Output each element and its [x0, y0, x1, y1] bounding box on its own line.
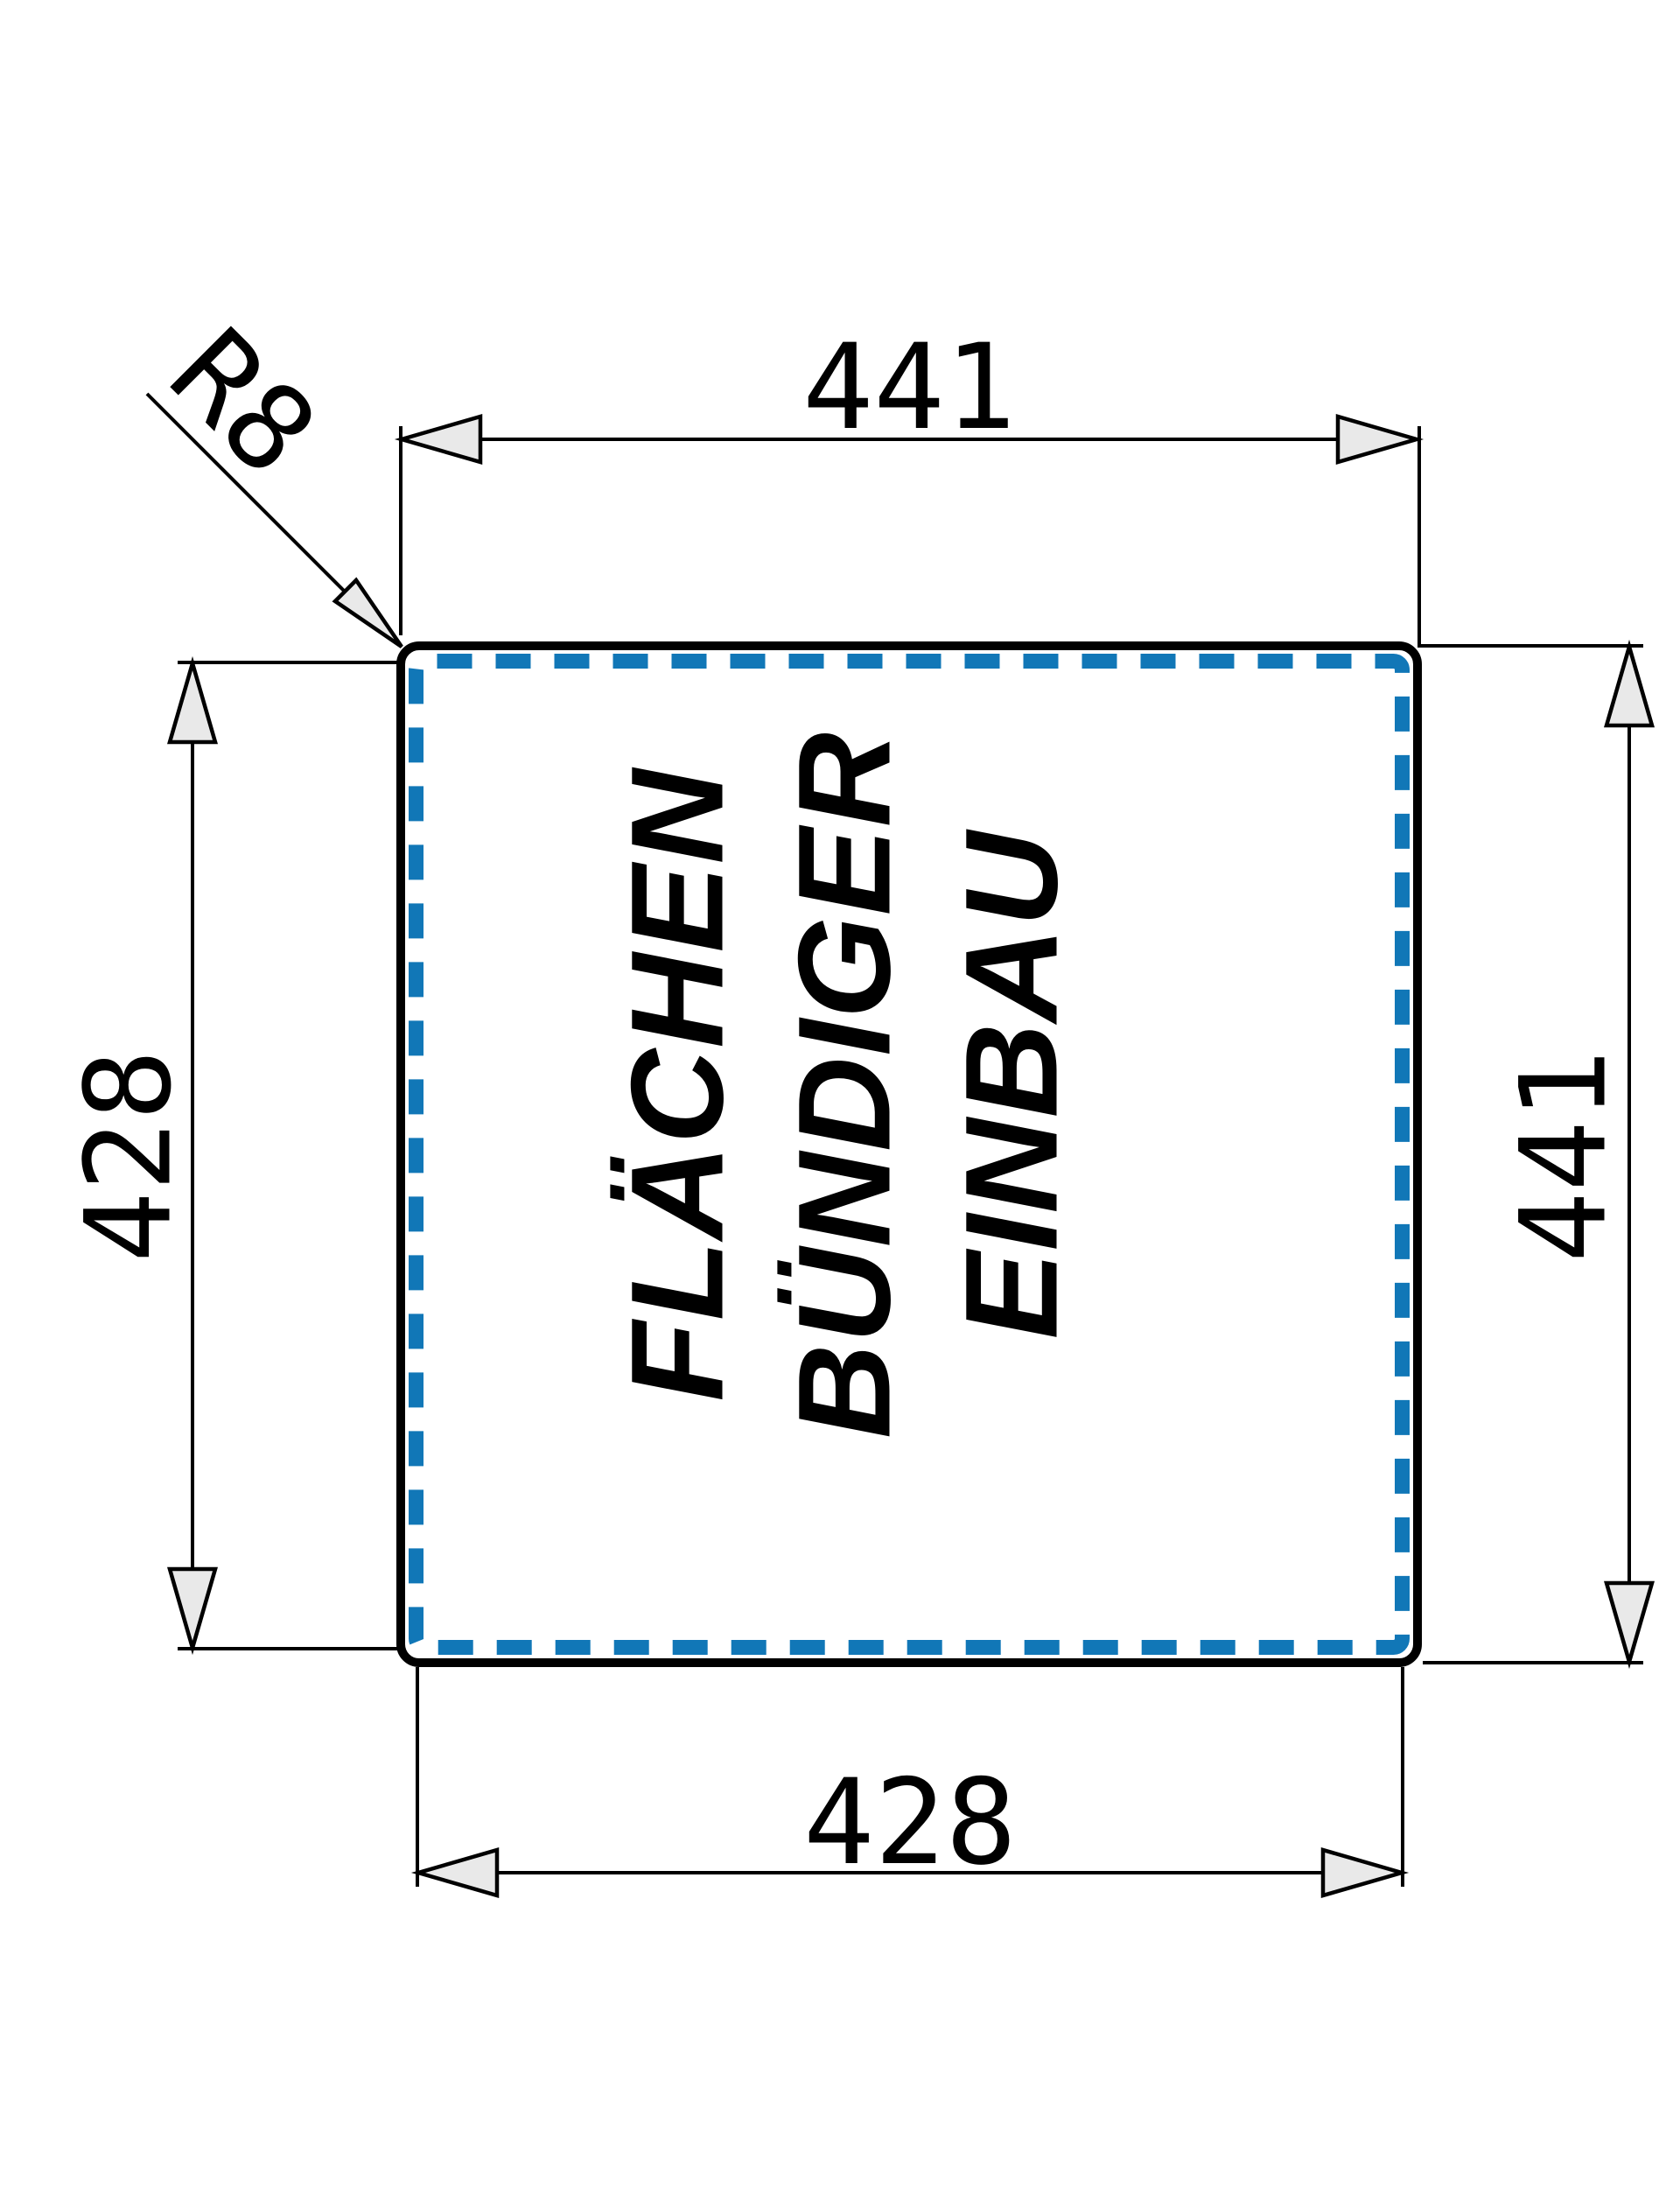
dimension-arrowheads	[167, 414, 1655, 1898]
dimension-label-bottom: 428	[803, 1754, 1017, 1891]
center-caption-line2: BÜNDIGER	[770, 731, 918, 1440]
arrow-radius-leader-icon	[332, 577, 403, 648]
arrow-top-right-icon	[1335, 414, 1424, 465]
arrow-right-down-icon	[1604, 1580, 1655, 1670]
arrow-left-down-icon	[167, 1566, 218, 1656]
radius-leader-line	[145, 392, 352, 599]
arrow-left-up-icon	[167, 655, 218, 745]
dimension-label-right: 441	[1494, 1049, 1633, 1263]
center-caption-line3: EINBAU	[937, 830, 1085, 1340]
extension-lines	[178, 426, 1643, 1887]
cutout-dashed-square	[409, 654, 1410, 1655]
center-caption: FLÄCHEN BÜNDIGER EINBAU	[594, 732, 1096, 1439]
arrow-top-left-icon	[394, 414, 483, 465]
arrow-bottom-right-icon	[1320, 1847, 1410, 1898]
arrow-right-up-icon	[1604, 639, 1655, 728]
outer-square-outline	[396, 641, 1422, 1667]
dimension-label-left: 428	[60, 1049, 198, 1263]
dimension-lines	[145, 392, 1631, 1874]
arrow-bottom-left-icon	[410, 1847, 500, 1898]
center-caption-line1: FLÄCHEN	[603, 768, 751, 1402]
dimension-label-top: 441	[802, 319, 1016, 456]
